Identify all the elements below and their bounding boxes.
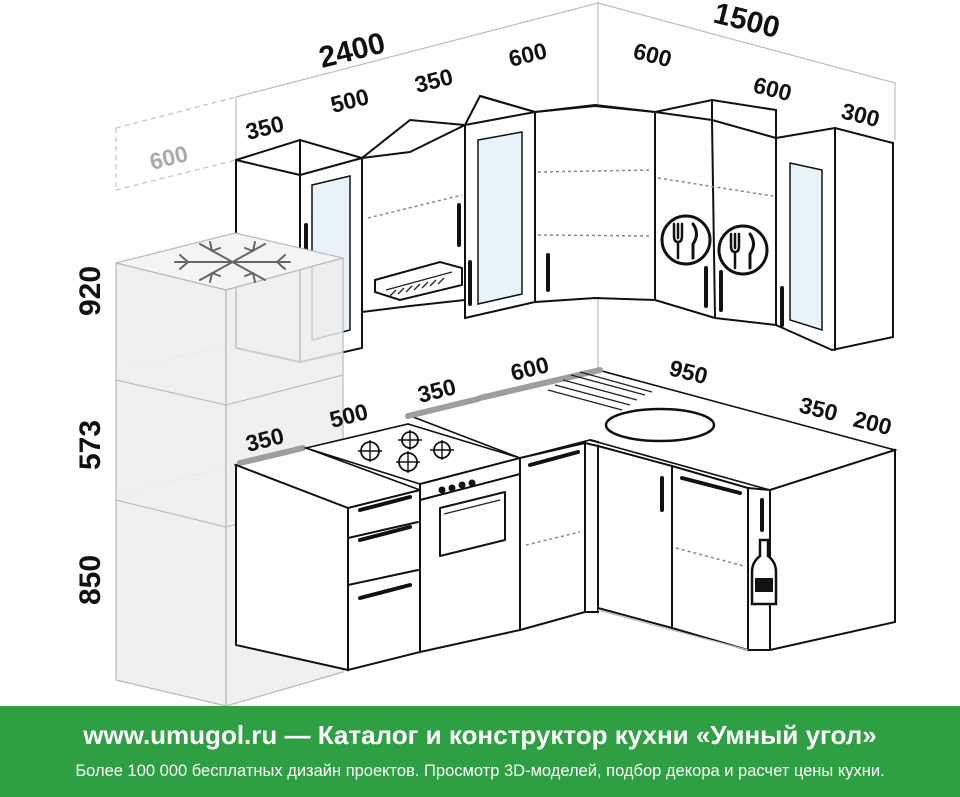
oven-icon	[419, 473, 521, 557]
dim-height-lower: 850	[74, 555, 107, 605]
dim-upper-left-4: 600	[506, 37, 550, 72]
dim-upper-left-1: 350	[243, 110, 287, 145]
promo-banner: www.umugol.ru — Каталог и конструктор ку…	[0, 706, 960, 797]
dim-height-middle: 573	[74, 420, 107, 470]
base-cabinets-left	[235, 439, 599, 672]
upper-cabinets-right	[654, 98, 894, 352]
countertops	[233, 367, 898, 509]
fork-knife-icon	[717, 224, 769, 276]
banner-subtitle: Более 100 000 бесплатных дизайн проектов…	[75, 762, 885, 780]
dim-height-upper: 920	[74, 266, 107, 316]
bottle-icon	[750, 538, 778, 606]
dim-total-right: 1500	[710, 0, 783, 45]
kitchen-drawing: 2400 1500 350 500 350 600 600 600 300 60…	[74, 0, 898, 706]
upper-glass-door-3	[789, 162, 823, 332]
base-cabinets-right	[597, 444, 896, 652]
dim-upper-left-2: 500	[328, 83, 372, 118]
snowflake-icon	[174, 241, 291, 283]
banner-title[interactable]: www.umugol.ru — Каталог и конструктор ку…	[83, 720, 877, 750]
dim-upper-right-3: 300	[839, 98, 883, 133]
dim-lower-right-3: 200	[851, 406, 895, 441]
dim-fridge-depth: 600	[147, 140, 191, 175]
dim-lower-right-2: 350	[797, 392, 841, 427]
upper-glass-door-2	[477, 131, 523, 305]
dim-total-left: 2400	[316, 27, 389, 75]
dim-lower-right-1: 950	[667, 355, 711, 390]
dim-upper-right-1: 600	[631, 38, 675, 73]
fork-knife-icon	[660, 214, 712, 266]
dim-upper-right-2: 600	[751, 72, 795, 107]
range-hood-icon	[374, 260, 463, 302]
sink-icon	[547, 371, 716, 443]
hob-burners-icon	[358, 430, 454, 473]
dim-upper-left-3: 350	[412, 63, 456, 98]
